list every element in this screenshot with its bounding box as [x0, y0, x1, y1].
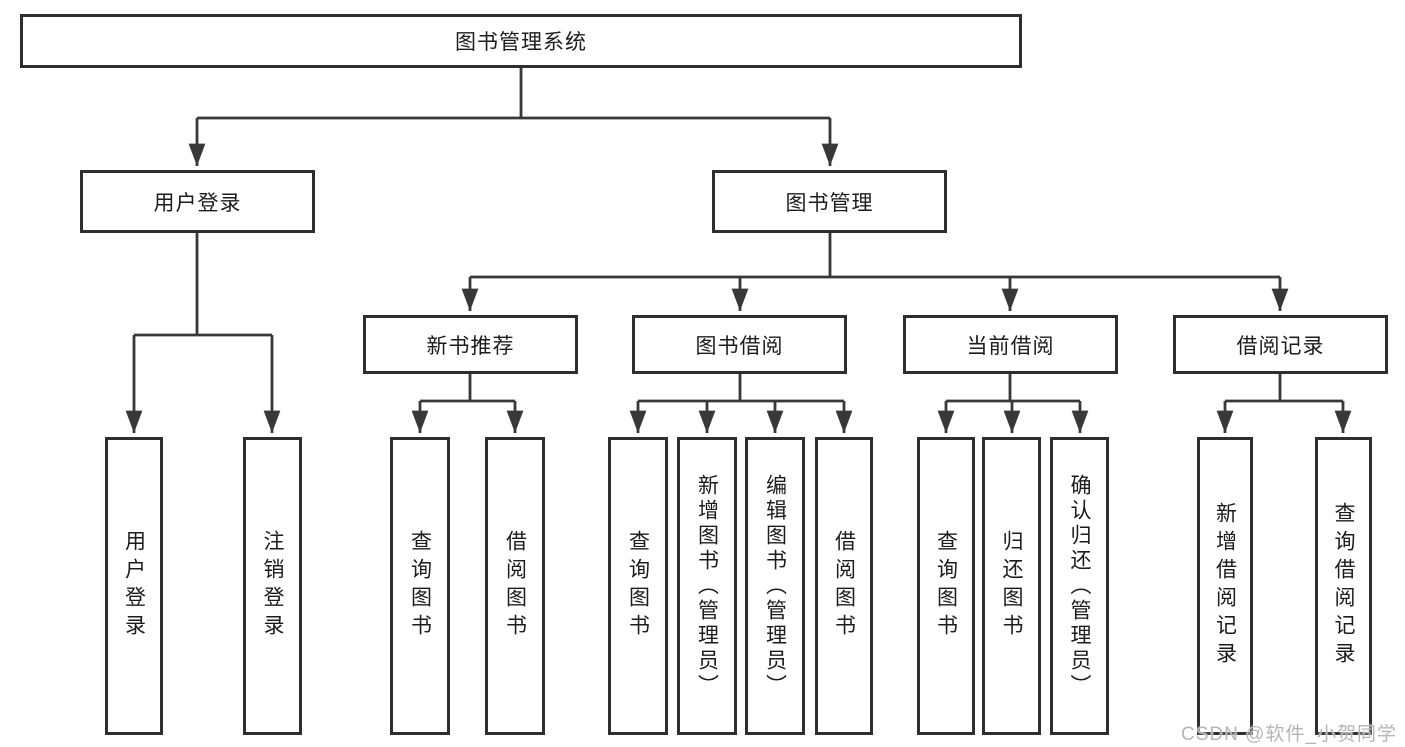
csdn-watermark: CSDN @软件_小贺同学: [1181, 724, 1397, 745]
node-book-management: 图书管理: [712, 170, 947, 233]
node-current-borrowing: 当前借阅: [903, 315, 1118, 374]
connector-login-bus: [134, 233, 272, 337]
leaf-cu-return-books: 归还图书: [982, 437, 1041, 735]
leaf-logout-login: 注销登录: [243, 437, 302, 735]
node-book-borrowing: 图书借阅: [632, 315, 847, 374]
node-library-management-system: 图书管理系统: [20, 14, 1022, 68]
node-borrowing-records: 借阅记录: [1173, 315, 1388, 374]
leaf-nb-borrow-books: 借阅图书: [485, 437, 545, 735]
connector-current-bus: [946, 374, 1080, 403]
leaf-rc-query-record: 查询借阅记录: [1315, 437, 1372, 735]
connector-root-bus: [197, 68, 830, 120]
node-user-login: 用户登录: [80, 170, 315, 233]
leaf-user-login: 用户登录: [105, 437, 163, 735]
connector-borrow-bus: [638, 374, 844, 403]
node-new-book-recommendation: 新书推荐: [363, 315, 578, 374]
connector-records-bus: [1225, 374, 1343, 403]
leaf-bw-query-books: 查询图书: [608, 437, 668, 735]
leaf-cu-query-books: 查询图书: [917, 437, 975, 735]
leaf-nb-query-books: 查询图书: [390, 437, 450, 735]
leaf-bw-add-books-admin: 新增图书（管理员）: [677, 437, 737, 735]
connector-mgmt-bus: [470, 233, 1280, 279]
leaf-bw-borrow-books: 借阅图书: [815, 437, 873, 735]
leaf-bw-edit-books-admin: 编辑图书（管理员）: [745, 437, 805, 735]
connector-newbooks-bus: [420, 374, 515, 403]
leaf-cu-confirm-return-admin: 确认归还（管理员）: [1050, 437, 1109, 735]
leaf-rc-add-record: 新增借阅记录: [1197, 437, 1253, 735]
